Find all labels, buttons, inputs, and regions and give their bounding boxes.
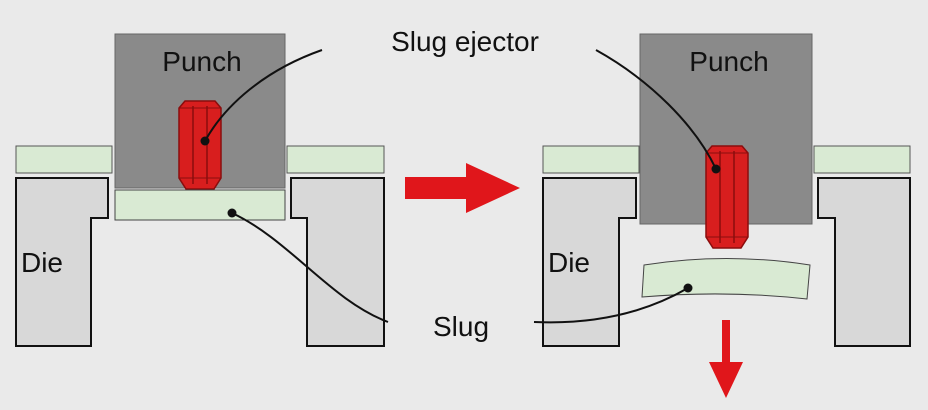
die-left-block: [15, 177, 109, 347]
slug-ejector-left: [178, 100, 222, 190]
slug-leader-left: [231, 212, 389, 323]
slug-dot-left: [227, 208, 237, 218]
left-stage: Punch Die: [15, 33, 389, 347]
ejector-leader-right: [595, 49, 717, 170]
ejector-dot-right: [711, 164, 721, 174]
punch-label-left: Punch: [162, 46, 241, 77]
ejector-dot-left: [200, 136, 210, 146]
slug-dot-right: [683, 283, 693, 293]
right-stage: Punch Die: [533, 33, 911, 347]
sheet-right-outer: [542, 145, 640, 174]
die-right-block: [290, 177, 385, 347]
slug-label: Slug: [433, 311, 489, 342]
die-label-right: Die: [548, 247, 590, 278]
sheet-left-inner: [286, 145, 385, 174]
ejector-leader-left: [204, 49, 323, 142]
sheet-right-inner: [813, 145, 911, 174]
arrow-down-icon: [709, 320, 743, 398]
sheet-left-outer: [15, 145, 113, 174]
slug-leader-right: [533, 287, 689, 324]
die-right-stage-right-block: [817, 177, 911, 347]
slug-left: [114, 189, 286, 221]
arrow-right-icon: [405, 163, 520, 213]
slug-ejector-label: Slug ejector: [391, 26, 539, 57]
punch-label-right: Punch: [689, 46, 768, 77]
slug-right: [641, 258, 811, 300]
die-label-left: Die: [21, 247, 63, 278]
die-right-stage-left-block: [542, 177, 637, 347]
